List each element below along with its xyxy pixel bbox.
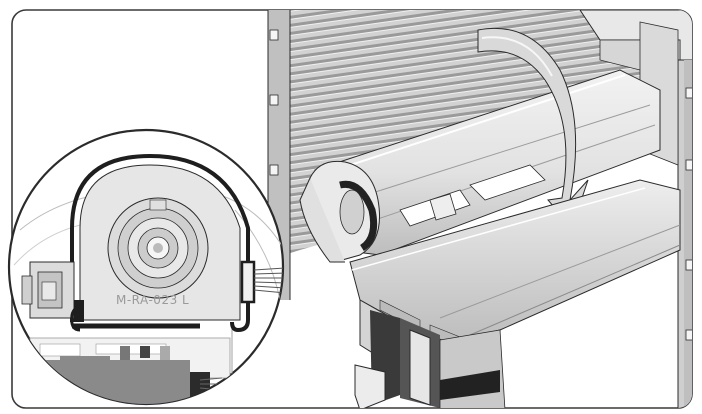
bottom-bracket-assembly xyxy=(354,310,506,408)
motor-head xyxy=(21,261,84,322)
housing-profile xyxy=(70,153,250,333)
detail-magnifier: M-RA-023 L xyxy=(7,128,285,406)
tube-end-cap xyxy=(299,160,381,263)
part-code-label: M-RA-023 L xyxy=(116,293,189,307)
brush-seal xyxy=(240,260,283,304)
lower-box-section xyxy=(29,337,231,404)
